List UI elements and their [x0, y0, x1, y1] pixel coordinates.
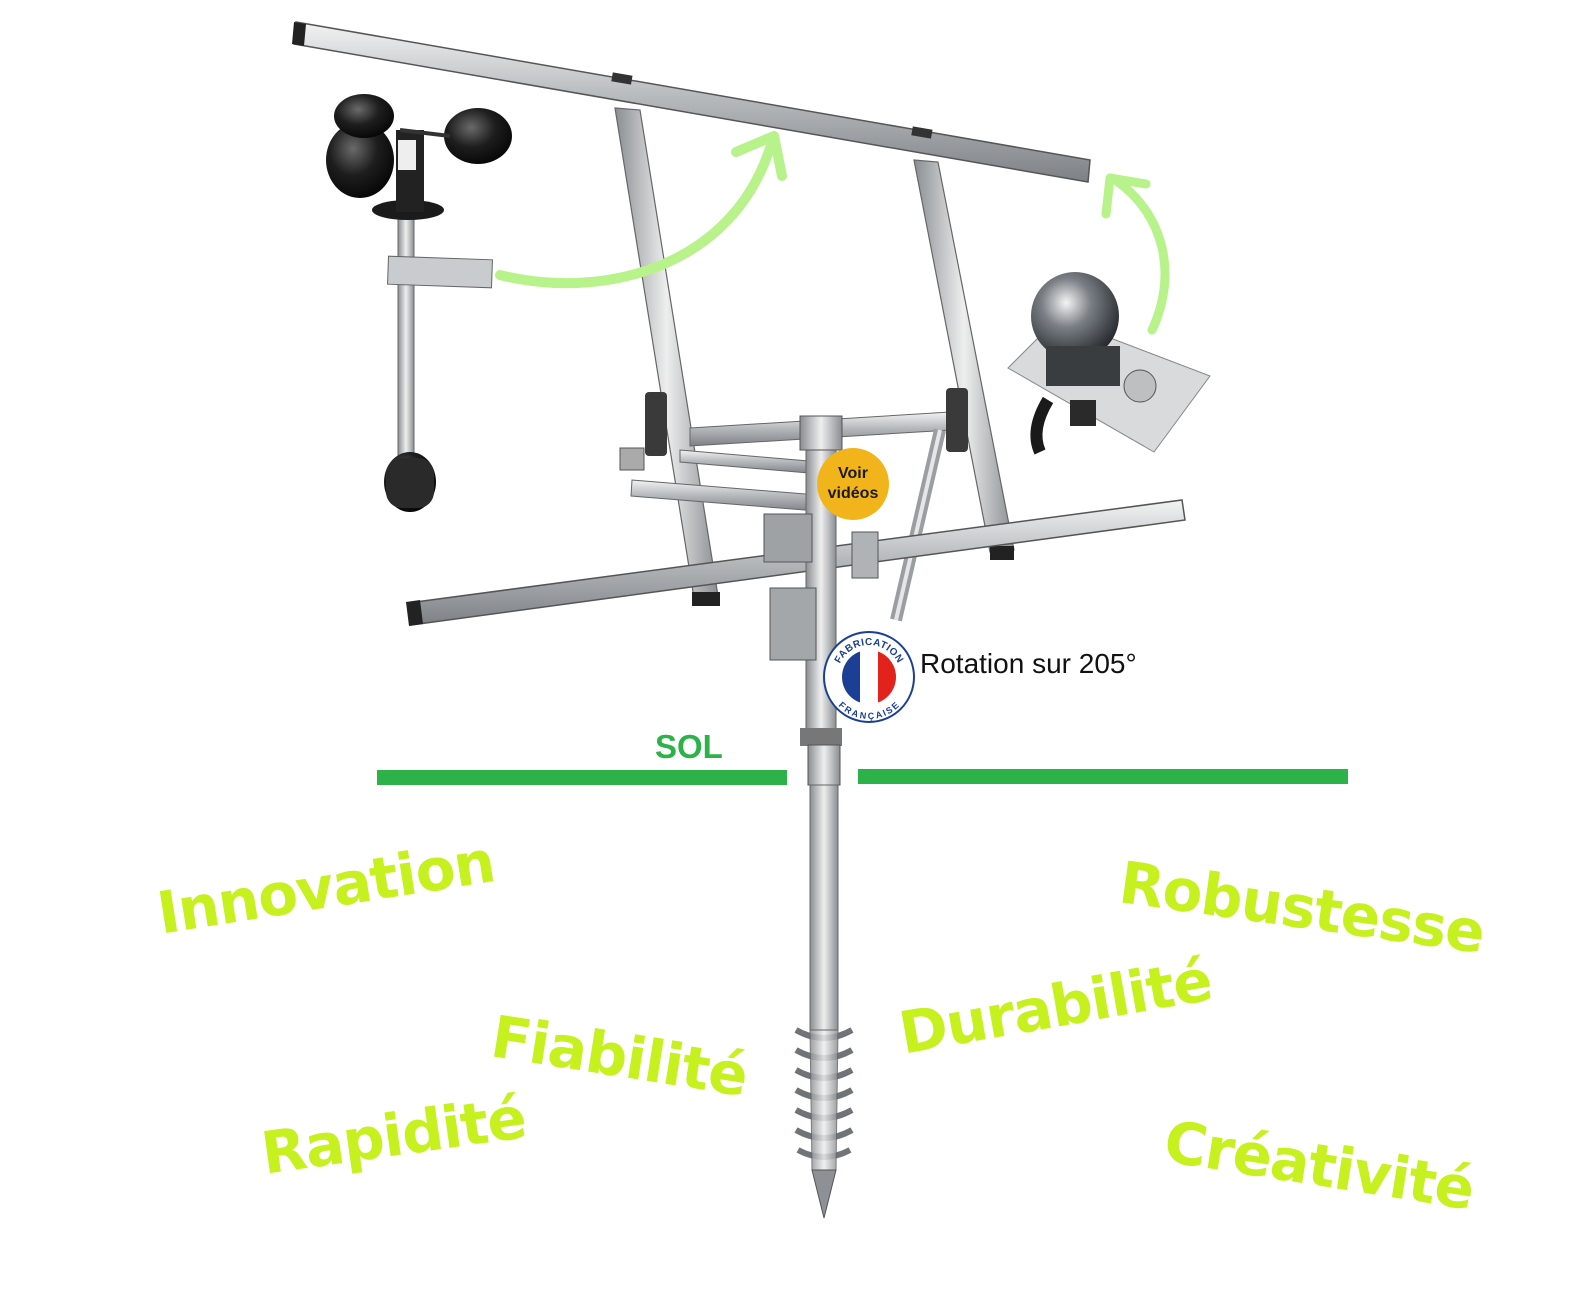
sun-sensor-icon [1007, 272, 1211, 455]
ground-screw-pile [794, 744, 854, 1219]
fabrication-francaise-badge: FABRICATION FRANÇAISE [823, 631, 915, 723]
watch-videos-button[interactable]: Voir vidéos [817, 448, 889, 520]
top-rail [292, 21, 1091, 183]
arrow-sensor-to-rail [1101, 173, 1170, 335]
ground-label: SOL [655, 728, 723, 765]
frame-uprights [614, 107, 1015, 606]
watch-videos-line1: Voir [838, 465, 868, 482]
watch-videos-line2: vidéos [827, 485, 879, 502]
anemometer-icon [326, 94, 512, 512]
arrow-anemometer-to-rail [495, 131, 787, 289]
ground-line [377, 769, 1348, 785]
rotation-label: Rotation sur 205° [920, 648, 1137, 679]
